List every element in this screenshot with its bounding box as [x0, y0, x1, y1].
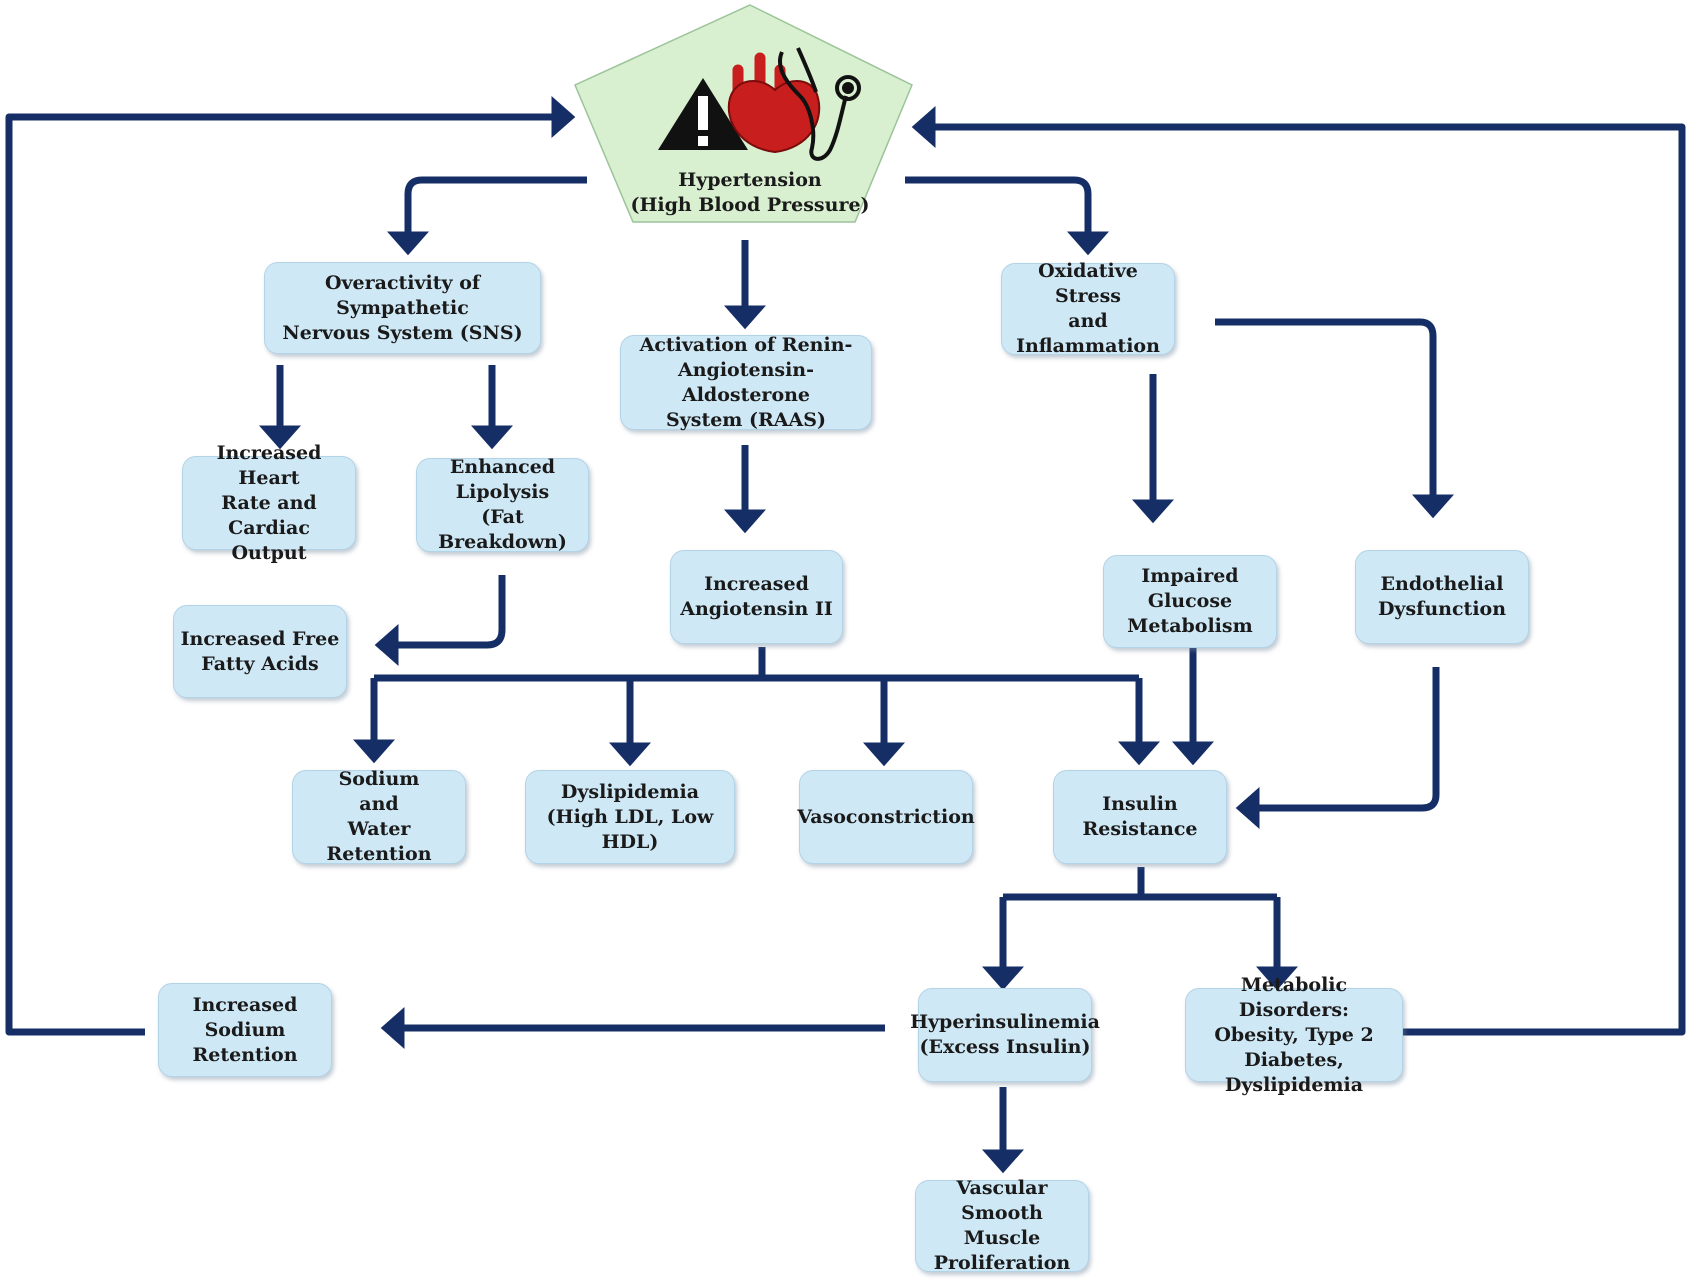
arrow-endothelial-to-insulin-resistance [1235, 667, 1440, 829]
node-glucose: Impaired Glucose Metabolism [1103, 555, 1277, 648]
arrow-oxidative-to-endothelial [1215, 318, 1454, 519]
node-endothelial: Endothelial Dysfunction [1355, 550, 1529, 644]
node-sodium-water: Sodium and Water Retention [292, 768, 466, 865]
node-vsm: Vascular Smooth Muscle Proliferation [915, 1177, 1089, 1274]
node-dyslipidemia: Dyslipidemia (High LDL, Low HDL) [525, 770, 735, 864]
arrows [5, 96, 1686, 1174]
node-insulin-resistance: Insulin Resistance [1053, 770, 1227, 864]
arrow-metabolic-feedback [911, 106, 1686, 1036]
arrow-sodium-retention-feedback [5, 96, 576, 1036]
arrow-hypertension-to-sns [387, 176, 587, 256]
node-angiotensin: Increased Angiotensin II [670, 550, 843, 644]
node-oxidative: Oxidative Stress and Inflammation [1001, 260, 1175, 357]
node-vasoconstriction: Vasoconstriction [797, 770, 975, 864]
node-ffa: Increased Free Fatty Acids [173, 605, 347, 698]
node-hyperinsulinemia: Hyperinsulinemia (Excess Insulin) [910, 988, 1100, 1082]
node-raas: Activation of Renin- Angiotensin-Aldoste… [620, 334, 872, 431]
node-lipolysis: Enhanced Lipolysis (Fat Breakdown) [416, 456, 589, 553]
heart-icon [727, 52, 821, 154]
hypertension-title: Hypertension (High Blood Pressure) [630, 169, 870, 216]
node-heart-rate: Increased Heart Rate and Cardiac Output [182, 442, 356, 564]
node-sns: Overactivity of Sympathetic Nervous Syst… [264, 262, 541, 354]
stethoscope-icon [778, 47, 861, 161]
warning-triangle-icon [658, 78, 748, 150]
node-metabolic: Metabolic Disorders: Obesity, Type 2 Dia… [1185, 974, 1403, 1096]
arrow-lipolysis-to-ffa [374, 575, 506, 666]
angiotensin-branch-bus [374, 647, 1139, 682]
arrow-hypertension-to-oxidative [905, 176, 1109, 256]
insulin-resistance-branch-bus [1003, 867, 1277, 901]
node-sodium-retention: Increased Sodium Retention [158, 983, 332, 1077]
